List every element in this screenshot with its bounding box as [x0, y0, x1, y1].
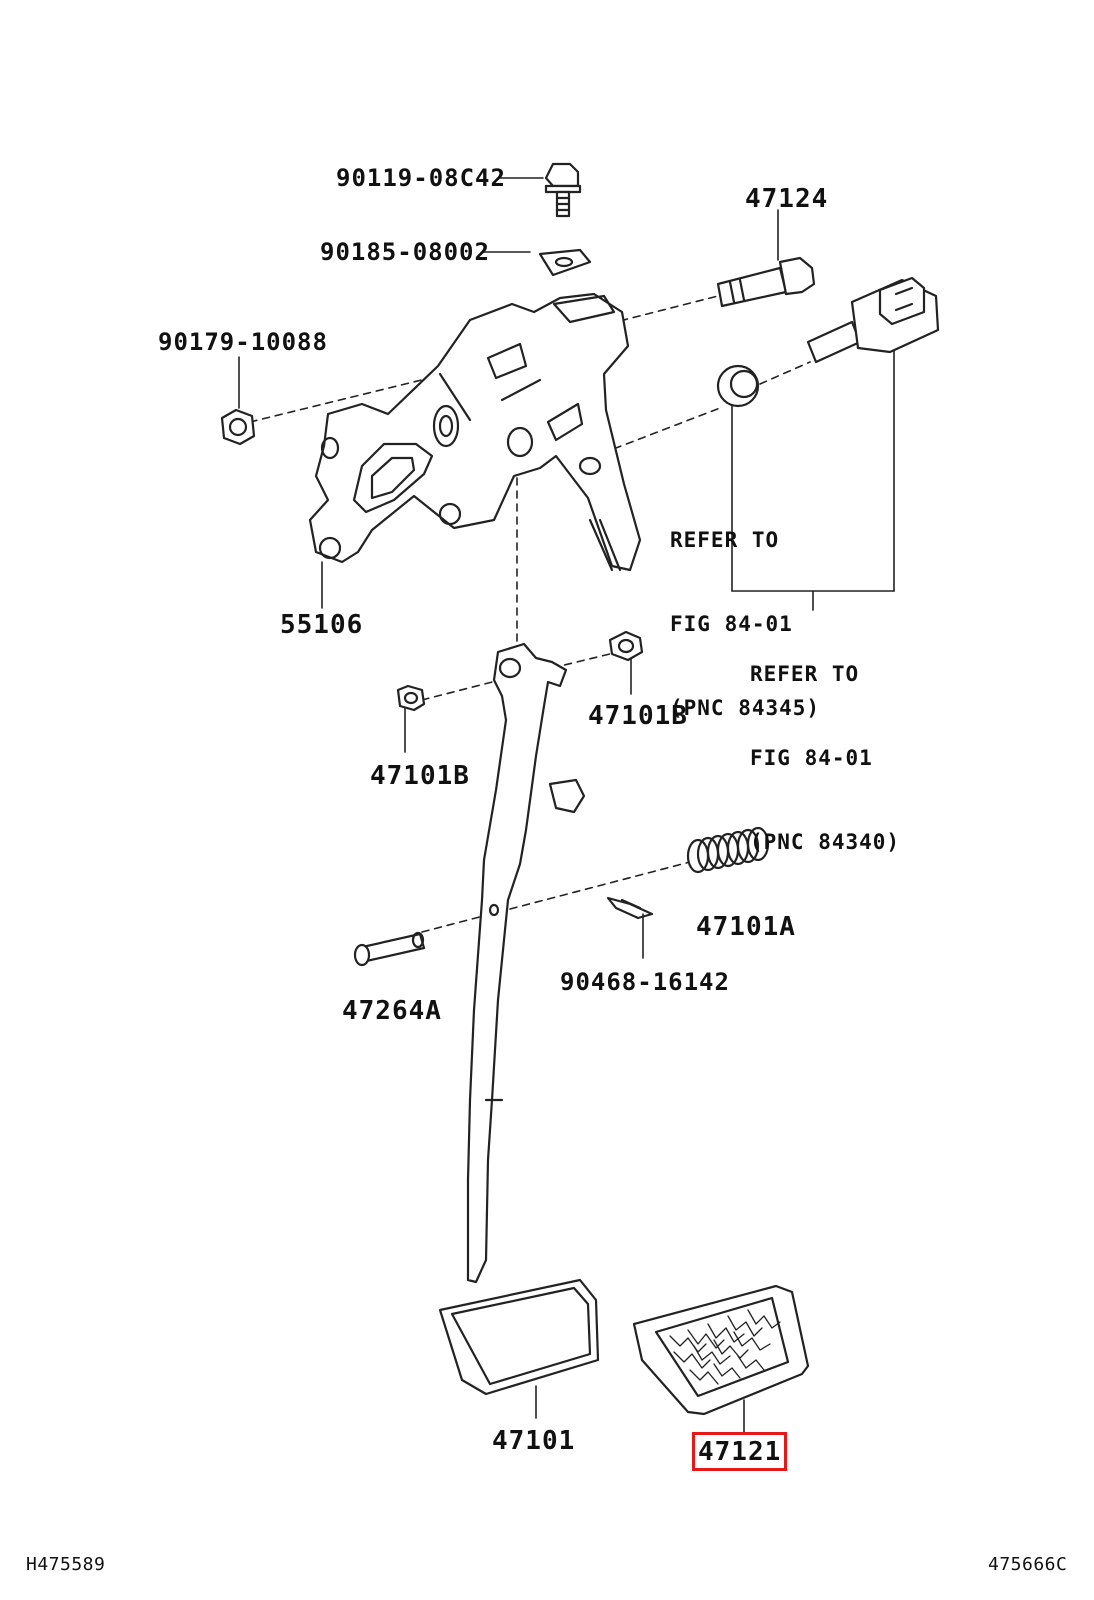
callout-bolt-upper: 90119-08C42	[336, 164, 506, 192]
note-84345-line-1: REFER TO	[670, 528, 780, 552]
callout-bolt-right: 47124	[745, 184, 829, 214]
callout-pedal: 47101	[492, 1426, 576, 1456]
footer-figure-code: 475666C	[988, 1554, 1068, 1575]
pedal-bracket-icon	[308, 292, 642, 572]
callout-bracket: 55106	[280, 610, 364, 640]
note-refer-84345: REFER TO FIG 84-01 (PNC 84345)	[670, 470, 820, 778]
spring-icon	[686, 826, 770, 874]
leader-lines	[238, 177, 895, 1433]
grommet-icon	[716, 364, 760, 408]
pedal-pad-icon	[632, 1284, 810, 1416]
callout-pedal-pad-highlighted[interactable]: 47121	[692, 1432, 788, 1471]
note-84340-line-2: FIG 84-01	[750, 746, 873, 770]
bolt-upper-icon	[544, 162, 582, 218]
pedal-plate-icon	[438, 1278, 600, 1396]
pedal-arm-icon	[466, 642, 586, 1284]
note-84340-line-3: (PNC 84340)	[750, 830, 901, 854]
callout-bushing-left: 47101B	[370, 761, 470, 791]
note-84340-line-1: REFER TO	[750, 662, 860, 686]
nut-left-icon	[220, 408, 256, 446]
callout-bushing-right: 47101B	[588, 701, 688, 731]
callout-pin: 47264A	[342, 996, 442, 1026]
bolt-right-icon	[716, 256, 816, 308]
footer-illustration-code: H475589	[26, 1554, 106, 1575]
callout-nut-left: 90179-10088	[158, 328, 328, 356]
plate-nut-icon	[538, 248, 592, 277]
bushing-left-icon	[396, 684, 426, 712]
bushing-right-icon	[608, 630, 644, 662]
clip-icon	[606, 896, 654, 920]
callout-spring: 47101A	[696, 912, 796, 942]
callout-clip: 90468-16142	[560, 968, 730, 996]
stop-switch-icon	[806, 276, 940, 364]
note-84345-line-3: (PNC 84345)	[670, 696, 821, 720]
callout-plate-nut: 90185-08002	[320, 238, 490, 266]
note-refer-84340: REFER TO FIG 84-01 (PNC 84340)	[750, 604, 900, 912]
pin-icon	[353, 931, 426, 967]
note-84345-line-2: FIG 84-01	[670, 612, 793, 636]
